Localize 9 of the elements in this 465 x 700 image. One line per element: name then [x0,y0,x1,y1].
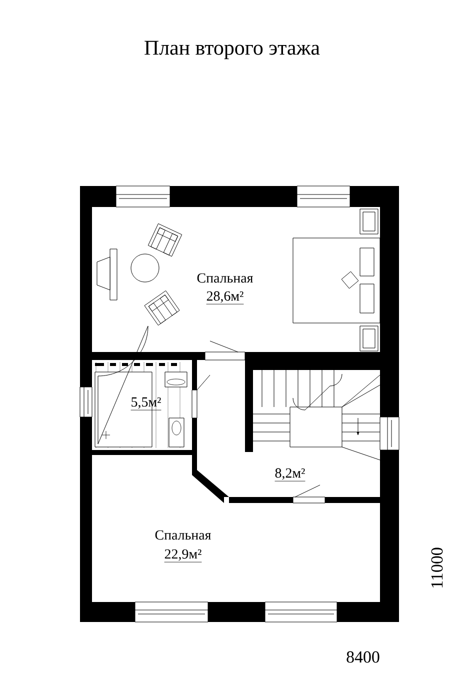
area-label: 28,6м² [206,291,244,304]
area-label: 5,5м² [130,397,162,410]
area-label: 22,9м² [164,549,202,562]
room-label: Спальная [155,530,211,540]
area-label: 8,2м² [274,468,306,482]
dimension-label: 8400 [346,651,380,663]
dimension-label: 11000 [431,548,443,588]
title: План второго этажа [144,40,320,60]
room-label: Спальная [197,273,253,283]
